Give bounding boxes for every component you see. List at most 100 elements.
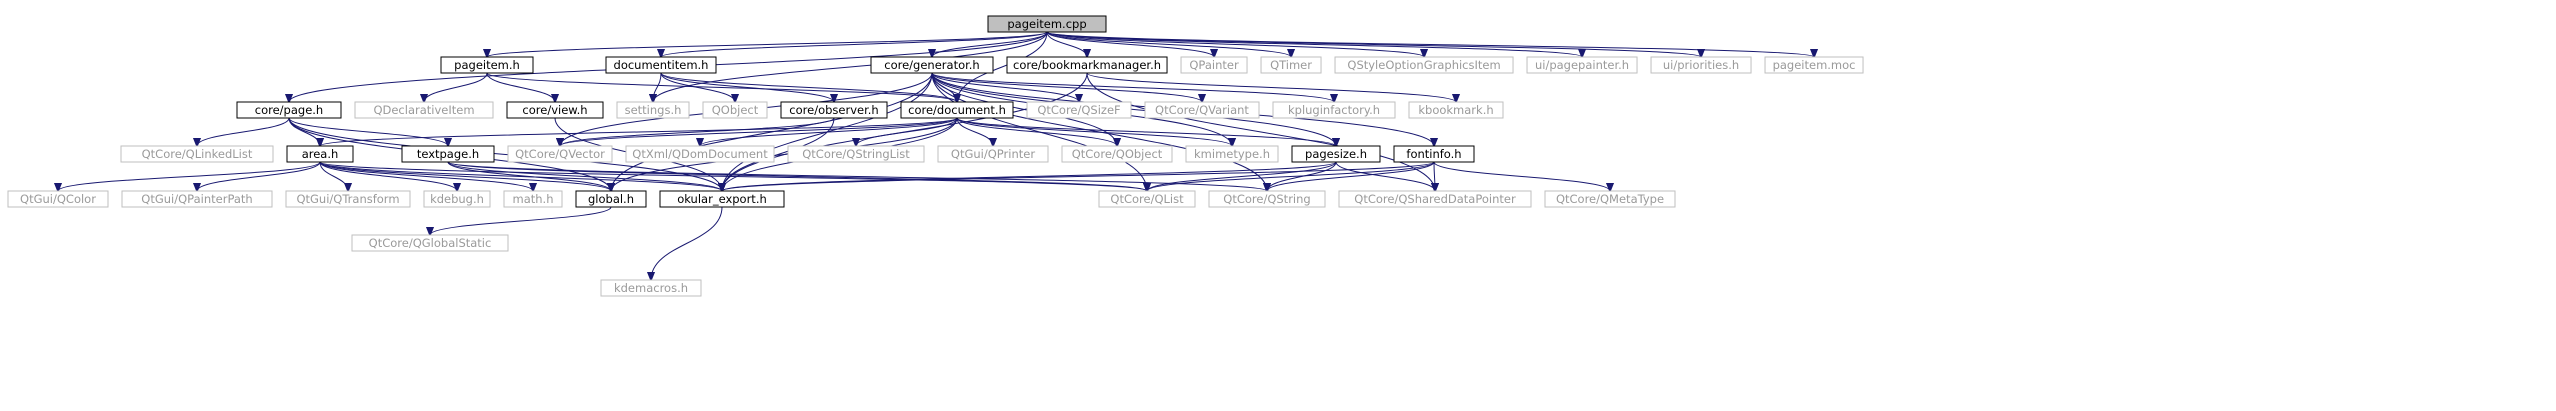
node-qvariant: QtCore/QVariant (1144, 101, 1260, 119)
node-label: QtXml/QDomDocument (632, 147, 768, 161)
node-kplugin: kpluginfactory.h (1272, 101, 1396, 119)
edge-area-to-math (319, 161, 533, 191)
node-box (1338, 190, 1532, 208)
node-box (1026, 101, 1132, 119)
edge-page-to-textpage (288, 117, 448, 146)
node-label: ui/pagepainter.h (1535, 58, 1629, 72)
node-box (121, 190, 273, 208)
node-box (987, 15, 1107, 33)
node-label: textpage.h (417, 147, 479, 161)
node-box (7, 190, 109, 208)
node-root[interactable]: pageitem.cpp (987, 15, 1107, 33)
node-pagesize[interactable]: pagesize.h (1291, 145, 1381, 163)
node-label: QtCore/QLinkedList (142, 147, 253, 161)
edge-generator-to-okular (722, 72, 933, 191)
node-box (702, 101, 768, 119)
edge-bookmarkmanager-to-kbookmark (1086, 72, 1456, 102)
node-box (354, 101, 494, 119)
node-box (870, 56, 994, 74)
node-box (659, 190, 785, 208)
edge-fontinfo-to-qshared (1434, 161, 1435, 191)
node-box (1544, 190, 1676, 208)
node-label: fontinfo.h (1406, 147, 1461, 161)
node-fontinfo[interactable]: fontinfo.h (1393, 145, 1475, 163)
node-label: QtCore/QString (1223, 192, 1310, 206)
node-box (507, 145, 613, 163)
edge-root-to-qtimer (1046, 31, 1291, 57)
node-box (937, 145, 1049, 163)
node-qstring: QtCore/QString (1208, 190, 1326, 208)
dependency-nodes: pageitem.cpp core/page.h pageitem.h documen… (7, 15, 1864, 297)
edge-area-to-global (319, 161, 611, 191)
node-observer[interactable]: core/observer.h (780, 101, 888, 119)
node-label: pageitem.cpp (1007, 17, 1086, 31)
node-pageitemh[interactable]: pageitem.h (440, 56, 534, 74)
node-area[interactable]: area.h (286, 145, 354, 163)
node-kbookmark: kbookmark.h (1408, 101, 1504, 119)
node-box (506, 101, 604, 119)
edge-textpage-to-qstring (447, 161, 1267, 191)
edge-documentitem-to-observer (660, 72, 834, 102)
edge-bookmarkmanager-to-okular (722, 72, 1088, 191)
edge-pageitemh-to-coreview (486, 72, 555, 102)
node-label: kpluginfactory.h (1288, 103, 1380, 117)
node-label: area.h (302, 147, 339, 161)
node-box (1408, 101, 1504, 119)
edge-root-to-pageitemmoc (1046, 31, 1814, 57)
node-qglobalstatic: QtCore/QGlobalStatic (351, 234, 509, 252)
node-okular[interactable]: okular_export.h (659, 190, 785, 208)
edge-global-to-qglobalstatic (430, 206, 612, 235)
edge-documentitem-to-qobject (660, 72, 735, 102)
node-generator[interactable]: core/generator.h (870, 56, 994, 74)
node-label: QPainter (1189, 58, 1239, 72)
edge-document-to-area (320, 117, 958, 146)
node-label: QtCore/QGlobalStatic (369, 236, 492, 250)
node-label: QTimer (1270, 58, 1312, 72)
node-page[interactable]: core/page.h (236, 101, 342, 119)
node-label: QObject (712, 103, 759, 117)
node-label: core/view.h (522, 103, 587, 117)
node-box (440, 56, 534, 74)
node-qvector: QtCore/QVector (507, 145, 613, 163)
node-box (1185, 145, 1279, 163)
node-coreview[interactable]: core/view.h (506, 101, 604, 119)
node-label: QDeclarativeItem (373, 103, 474, 117)
node-label: QtCore/QSharedDataPointer (1354, 192, 1516, 206)
edge-root-to-pageitemh (487, 31, 1048, 57)
node-box (285, 190, 411, 208)
edge-root-to-priorities (1046, 31, 1701, 57)
node-box (900, 101, 1014, 119)
node-qstringlist: QtCore/QStringList (787, 145, 925, 163)
node-box (236, 101, 342, 119)
edge-generator-to-qsizef (931, 72, 1079, 102)
node-documentitem[interactable]: documentitem.h (605, 56, 717, 74)
edge-generator-to-global (611, 72, 933, 191)
node-label: settings.h (625, 103, 682, 117)
edge-pagesize-to-qstring (1267, 161, 1337, 191)
edge-area-to-qpainterpath (197, 161, 321, 191)
edge-generator-to-qlist (931, 72, 1147, 191)
node-box (1764, 56, 1864, 74)
node-box (503, 190, 563, 208)
node-box (1180, 56, 1248, 74)
node-document[interactable]: core/document.h (900, 101, 1014, 119)
node-textpage[interactable]: textpage.h (401, 145, 495, 163)
edge-fontinfo-to-okular (722, 161, 1435, 191)
node-qdecl: QDeclarativeItem (354, 101, 494, 119)
node-box (616, 101, 690, 119)
node-label: kbookmark.h (1418, 103, 1493, 117)
node-box (1144, 101, 1260, 119)
node-bookmarkmanager[interactable]: core/bookmarkmanager.h (1006, 56, 1168, 74)
node-label: kmimetype.h (1194, 147, 1270, 161)
node-box (1650, 56, 1752, 74)
node-box (780, 101, 888, 119)
node-settings: settings.h (616, 101, 690, 119)
node-label: core/bookmarkmanager.h (1013, 58, 1161, 72)
node-label: kdemacros.h (614, 281, 688, 295)
node-box (575, 190, 647, 208)
node-label: QtCore/QVariant (1155, 103, 1249, 117)
node-box (625, 145, 775, 163)
node-global[interactable]: global.h (575, 190, 647, 208)
edge-page-to-okular (288, 117, 722, 191)
node-box (1208, 190, 1326, 208)
